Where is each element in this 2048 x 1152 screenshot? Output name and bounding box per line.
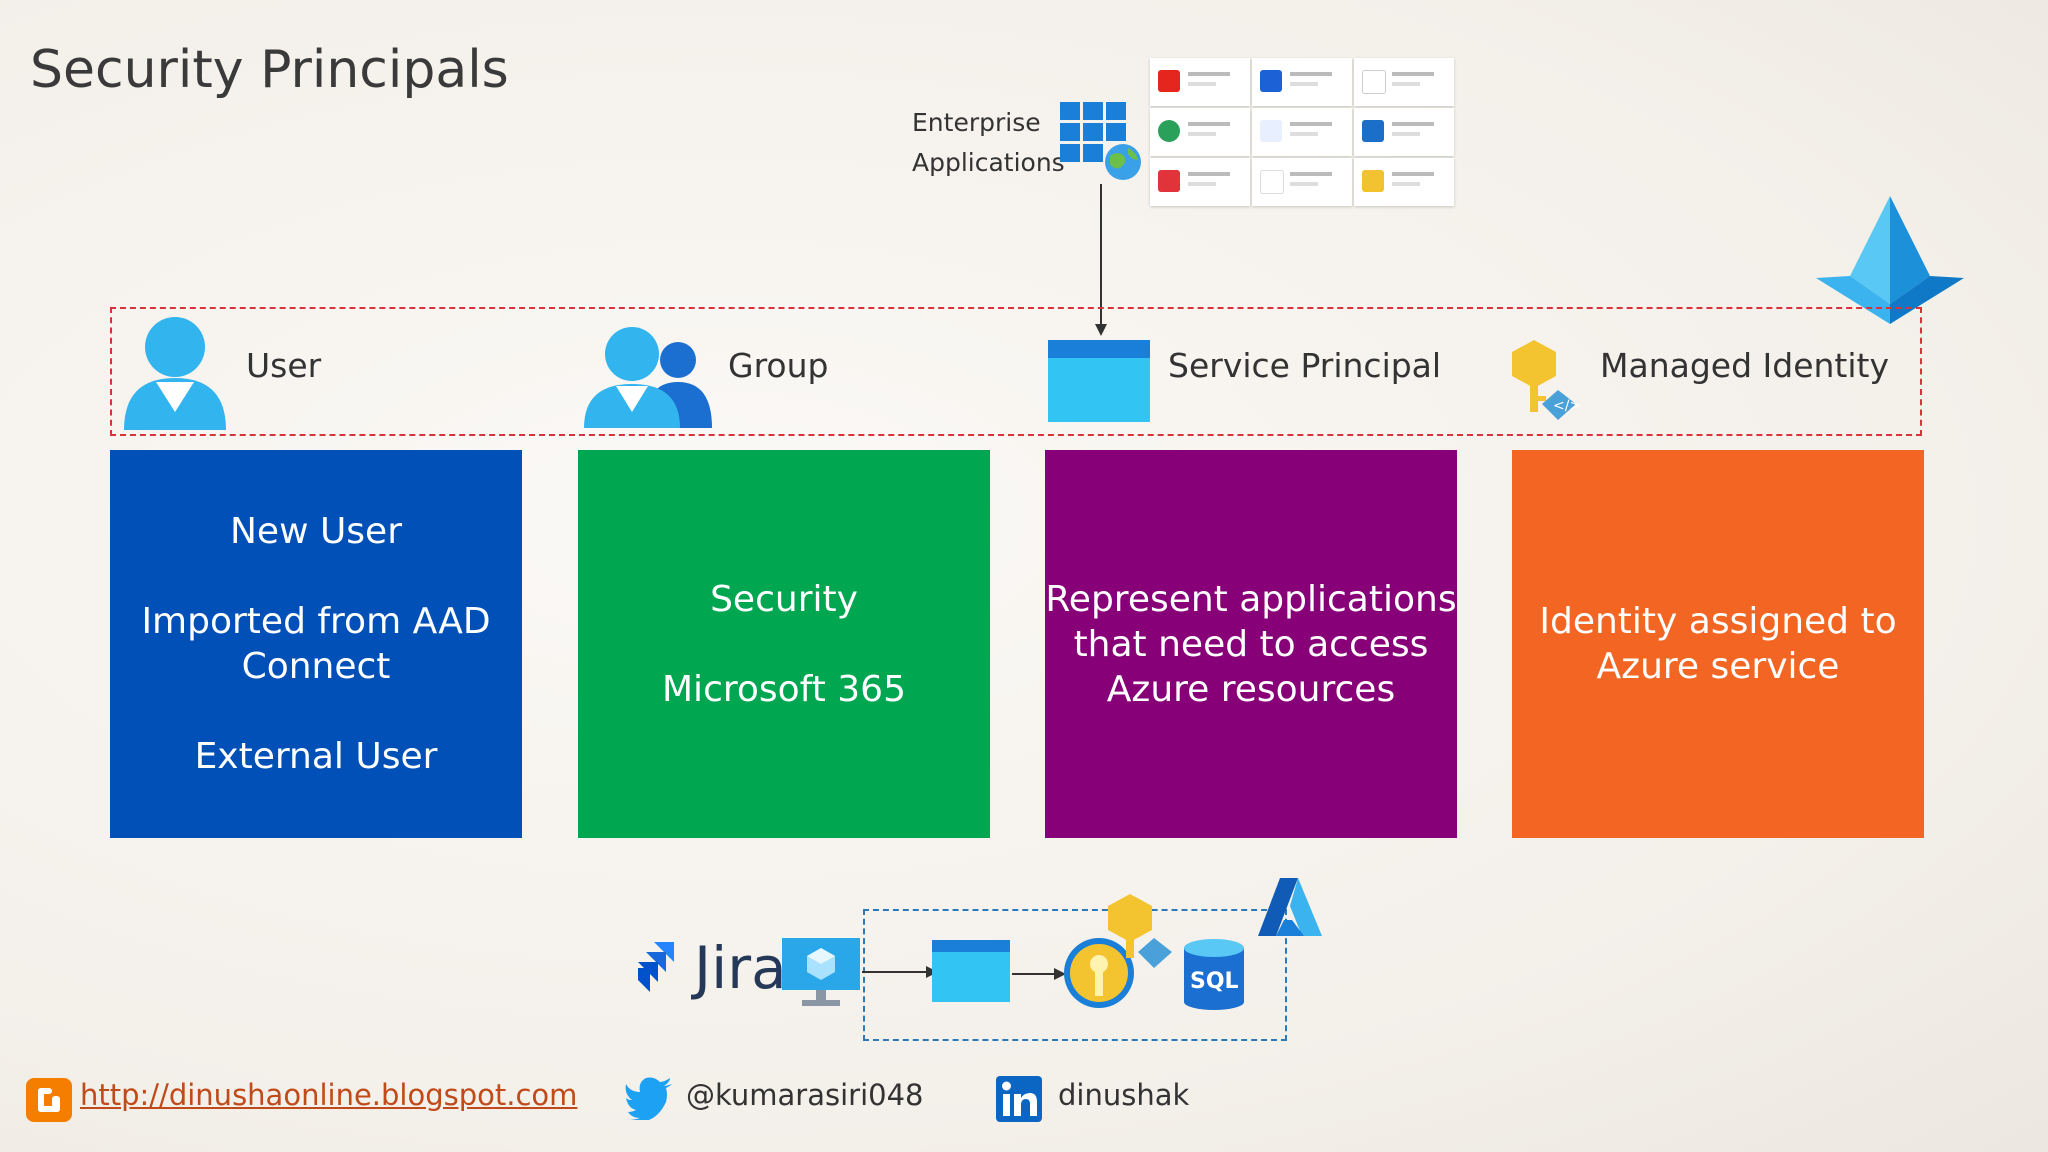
group-card: Security Microsoft 365 bbox=[578, 450, 990, 838]
group-card-line2: Microsoft 365 bbox=[662, 668, 906, 710]
user-card-line2a: Imported from AAD bbox=[141, 601, 491, 642]
managed-identity-card: Identity assigned to Azure service bbox=[1512, 450, 1924, 838]
user-card-line2b: Connect bbox=[241, 646, 391, 687]
jira-text: Jira bbox=[694, 934, 787, 1002]
app-tile bbox=[1252, 58, 1352, 106]
app-tile bbox=[1354, 108, 1454, 156]
user-card-line1: New User bbox=[229, 511, 403, 552]
app-tile bbox=[1150, 108, 1250, 156]
sql-label: SQL bbox=[1190, 969, 1239, 994]
key-vault-icon bbox=[1064, 938, 1134, 1008]
mi-card-line2: Azure service bbox=[1596, 646, 1840, 687]
principal-service-principal-label: Service Principal bbox=[1168, 346, 1442, 385]
sp-card-line3: Azure resources bbox=[1106, 668, 1396, 710]
mi-card-line1: Identity assigned to bbox=[1539, 601, 1897, 642]
jira-logo-icon bbox=[638, 942, 674, 992]
user-card: New User Imported from AAD Connect Exter… bbox=[110, 450, 522, 838]
enterprise-apps-line1: Enterprise bbox=[912, 108, 1041, 137]
app-tile bbox=[1150, 158, 1250, 206]
app-tile bbox=[1150, 58, 1250, 106]
group-icon bbox=[584, 327, 712, 428]
app-tile bbox=[1354, 158, 1454, 206]
user-icon bbox=[124, 317, 226, 430]
twitter-icon bbox=[625, 1077, 672, 1120]
enterprise-apps-label: Enterprise Applications bbox=[912, 103, 1065, 183]
blogger-icon bbox=[26, 1078, 72, 1122]
principal-managed-identity-label: Managed Identity bbox=[1600, 346, 1889, 385]
enterprise-apps-icon bbox=[1060, 102, 1141, 180]
flow-box bbox=[863, 909, 1287, 1041]
globe-icon bbox=[1105, 144, 1141, 180]
svg-text:</>: </> bbox=[1553, 398, 1581, 414]
sp-card-line2: that need to access bbox=[1073, 623, 1429, 665]
group-card-line1: Security bbox=[710, 578, 858, 620]
enterprise-apps-gallery bbox=[1150, 58, 1454, 206]
principal-group-label: Group bbox=[728, 346, 829, 385]
sql-icon: SQL bbox=[1184, 939, 1244, 1010]
sp-card-line1: Represent applications bbox=[1045, 578, 1457, 620]
app-tile bbox=[1252, 158, 1352, 206]
enterprise-apps-line2: Applications bbox=[912, 148, 1065, 177]
app-window-icon bbox=[932, 940, 1010, 1002]
blog-link[interactable]: http://dinushaonline.blogspot.com bbox=[80, 1078, 578, 1112]
twitter-handle: @kumarasiri048 bbox=[686, 1078, 924, 1112]
principals-box bbox=[110, 307, 1922, 436]
azure-logo-icon bbox=[1258, 878, 1322, 936]
service-principal-card: Represent applications that need to acce… bbox=[1045, 450, 1457, 838]
linkedin-icon bbox=[996, 1076, 1042, 1122]
app-tile bbox=[1252, 108, 1352, 156]
managed-identity-key-icon bbox=[1108, 894, 1172, 968]
app-window-icon bbox=[1048, 340, 1150, 422]
azure-ad-icon bbox=[1816, 196, 1964, 324]
page-title: Security Principals bbox=[30, 40, 509, 100]
linkedin-handle: dinushak bbox=[1058, 1078, 1190, 1112]
user-card-line3: External User bbox=[194, 736, 438, 777]
app-tile bbox=[1354, 58, 1454, 106]
connector-arrow bbox=[1095, 184, 1107, 336]
key-icon: </> bbox=[1512, 340, 1581, 420]
vm-icon bbox=[782, 938, 860, 1006]
principal-user-label: User bbox=[246, 346, 322, 385]
